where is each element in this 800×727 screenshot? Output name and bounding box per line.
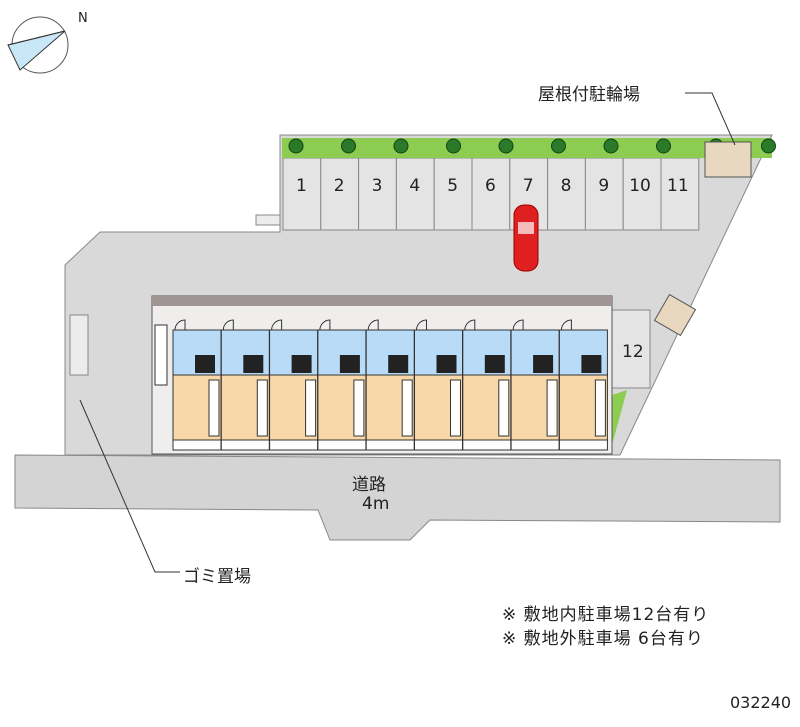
tree-icon bbox=[761, 138, 776, 154]
compass-icon bbox=[7, 16, 69, 74]
parking-space-number: 12 bbox=[622, 342, 644, 362]
apartment-unit bbox=[558, 319, 608, 451]
road bbox=[14, 454, 781, 541]
parking-space-number: 5 bbox=[447, 176, 459, 196]
apartment-unit bbox=[462, 319, 512, 451]
apartment-unit bbox=[172, 319, 222, 451]
parking-space-number: 3 bbox=[371, 176, 383, 196]
apartment-unit bbox=[317, 319, 367, 451]
tree-icon bbox=[603, 138, 619, 154]
tree-icon bbox=[498, 138, 514, 154]
tree-icon bbox=[446, 138, 461, 154]
parking-space bbox=[282, 157, 322, 231]
property-id: 032240 bbox=[730, 693, 792, 712]
parking-space-number: 4 bbox=[409, 176, 421, 196]
apartment-unit bbox=[269, 319, 319, 451]
tree-icon bbox=[551, 138, 566, 154]
tree-icon bbox=[341, 138, 356, 154]
apartment-unit bbox=[510, 319, 560, 451]
parking-space-number: 6 bbox=[485, 176, 496, 196]
tree-icon bbox=[288, 138, 304, 154]
parking-space-number: 1 bbox=[296, 176, 307, 196]
note-onsite-parking: ※ 敷地内駐車場12台有り bbox=[502, 605, 710, 625]
apartment-unit bbox=[365, 319, 415, 451]
green-area bbox=[612, 390, 627, 445]
garbage-area bbox=[69, 314, 89, 376]
parking-space-number: 9 bbox=[598, 176, 610, 196]
parking-space-number: 2 bbox=[333, 176, 345, 196]
bike-parking-label: 屋根付駐輪場 bbox=[538, 85, 640, 105]
north-label: N bbox=[78, 11, 88, 26]
stairs bbox=[154, 324, 168, 386]
parking-space-number: 11 bbox=[667, 176, 689, 196]
garbage-leader bbox=[79, 399, 180, 573]
tree-icon bbox=[656, 138, 671, 154]
step bbox=[255, 214, 281, 226]
tree-icon bbox=[393, 138, 409, 154]
apartment-unit bbox=[414, 319, 463, 451]
garbage-label: ゴミ置場 bbox=[183, 567, 251, 587]
bike-leader bbox=[685, 92, 736, 146]
note-offsite-parking: ※ 敷地外駐車場 6台有り bbox=[502, 629, 704, 649]
parking-space-number: 8 bbox=[560, 176, 572, 196]
bike-shelter bbox=[704, 141, 752, 178]
bike-rack bbox=[653, 293, 697, 337]
parking-space-number: 7 bbox=[522, 176, 534, 196]
road-width-label: 4m bbox=[362, 494, 390, 514]
apartment-unit bbox=[220, 319, 270, 451]
parking-space bbox=[660, 157, 700, 231]
car bbox=[513, 204, 539, 272]
parking-space-number: 10 bbox=[629, 176, 651, 196]
road-label: 道路 bbox=[352, 475, 386, 495]
parking-space bbox=[471, 157, 511, 231]
parking-space bbox=[547, 157, 586, 231]
